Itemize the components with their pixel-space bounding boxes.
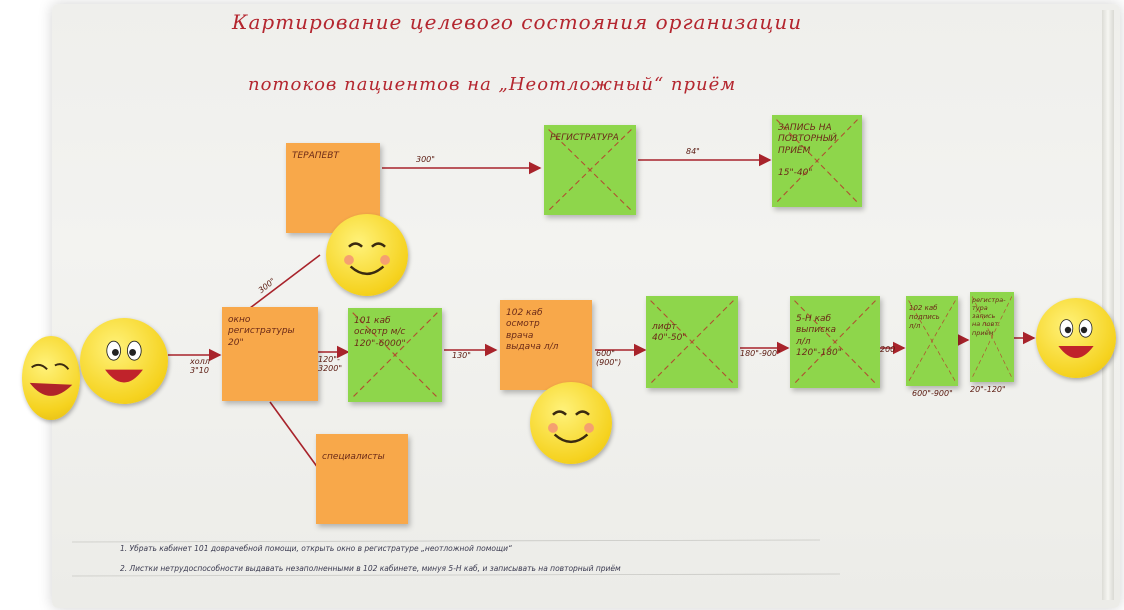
- note-specialisty-text: специалисты: [322, 452, 385, 462]
- label-registratura-time: 84": [686, 147, 700, 156]
- note-registratura: РЕГИСТРАТУРА: [544, 125, 636, 215]
- note-kab101-text: 101 каб осмотр м/с 120"-6000": [354, 316, 406, 349]
- note-zapis: ЗАПИСЬ НА ПОВТОРНЫЙ ПРИЁМ 15"-40": [772, 115, 862, 207]
- map-title-line1: Картирование целевого состояния организа…: [232, 10, 803, 34]
- label-kab101-time: 130": [452, 351, 471, 360]
- note-kab101: 101 каб осмотр м/с 120"-6000": [348, 308, 442, 402]
- cross-mark-icon: [794, 300, 876, 384]
- label-kab102-time: 600" (900"): [596, 349, 622, 367]
- note-zapis-text: ЗАПИСЬ НА ПОВТОРНЫЙ ПРИЁМ 15"-40": [778, 123, 837, 178]
- cross-mark-icon: [972, 296, 1012, 378]
- note-registratura-text: РЕГИСТРАТУРА: [550, 133, 619, 143]
- note-okno-registratury: окно регистратуры 20": [222, 307, 318, 401]
- smiling-face-icon: [326, 214, 408, 296]
- note-okno-text: окно регистратуры 20": [228, 315, 295, 348]
- label-terapevt-time: 300": [416, 155, 435, 164]
- cross-mark-icon: [650, 300, 734, 384]
- note-kab102b: 102 каб подпись л/л: [906, 296, 958, 386]
- note-lifty-text: лифт 40"-50": [652, 322, 687, 344]
- note-kab5h-text: 5-Н каб выписка л/л 120"-180": [796, 314, 842, 358]
- label-kab102b-time: 600"-900": [912, 389, 953, 398]
- cross-mark-icon: [908, 300, 956, 382]
- note-registratura2-text: регистра- тура запись на повт. приём: [972, 296, 1006, 337]
- happy-face-icon: [80, 318, 168, 404]
- note-kab5h: 5-Н каб выписка л/л 120"-180": [790, 296, 880, 388]
- label-lifty-time: 180"-900": [740, 349, 781, 358]
- note-registratura2: регистра- тура запись на повт. приём: [970, 292, 1014, 382]
- smiling-face-icon: [530, 382, 612, 464]
- note-kab102: 102 каб осмотр врача выдача л/л: [500, 300, 592, 390]
- label-kab5h-time: 200: [880, 345, 896, 354]
- paper-edge: [1102, 10, 1114, 600]
- label-okno-time: 120"- 3200": [318, 355, 343, 373]
- happy-face-icon: [1036, 298, 1116, 378]
- cross-mark-icon: [776, 119, 858, 203]
- cross-mark-icon: [548, 129, 632, 211]
- map-title-line2: потоков пациентов на „Неотложный“ приём: [248, 74, 737, 95]
- footnote-1: 1. Убрать кабинет 101 доврачебной помощи…: [120, 544, 512, 553]
- footnote-2: 2. Листки нетрудоспособности выдавать не…: [120, 564, 621, 573]
- note-specialisty: специалисты: [316, 434, 408, 524]
- note-kab102b-text: 102 каб подпись л/л: [909, 304, 940, 330]
- cross-mark-icon: [352, 312, 438, 398]
- note-lifty: лифт 40"-50": [646, 296, 738, 388]
- note-terapevt-text: ТЕРАПЕВТ: [292, 151, 339, 161]
- label-hall-time: холл 3"10: [190, 357, 210, 375]
- note-kab102-text: 102 каб осмотр врача выдача л/л: [506, 308, 559, 352]
- crying-face-icon: [22, 336, 80, 420]
- label-registratura2-time: 20"-120": [970, 385, 1006, 394]
